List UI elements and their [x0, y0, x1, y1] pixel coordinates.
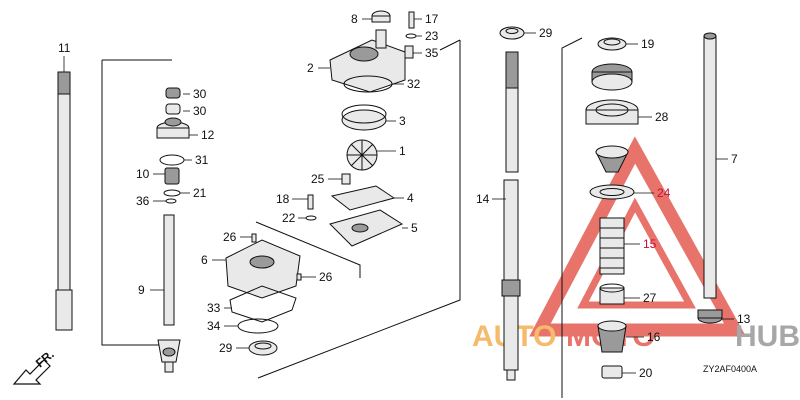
callout-2: 2	[307, 61, 314, 75]
callout-34: 34	[207, 319, 221, 333]
part-14-drive-shaft	[501, 51, 521, 381]
part-23-washer	[405, 33, 417, 39]
bracket-center	[257, 40, 461, 379]
callout-13: 13	[737, 312, 751, 326]
part-bearing-upper	[591, 63, 633, 91]
part-10-spring	[164, 167, 180, 185]
callout-29a: 29	[219, 341, 233, 355]
front-direction-marker: FR.	[12, 347, 57, 385]
part-pinion-gear-upper	[595, 145, 629, 173]
callout-18: 18	[276, 192, 290, 206]
drawing-code: ZY2AF0400A	[703, 364, 757, 374]
part-20-nut	[601, 365, 623, 379]
callout-24: 24	[657, 186, 671, 200]
callout-30b: 30	[193, 104, 207, 118]
part-9-shift-rod	[157, 214, 181, 373]
part-36-clip	[165, 198, 177, 204]
part-12-bearing-housing	[156, 117, 190, 139]
watermark-text-hub: HUB	[735, 320, 800, 353]
part-25-key	[341, 173, 351, 185]
part-4-gasket	[330, 185, 396, 211]
part-28-bearing-race	[585, 99, 639, 125]
callout-5: 5	[411, 221, 418, 235]
watermark-triangle-outer	[529, 136, 747, 337]
part-19-seal	[597, 37, 627, 51]
callout-7: 7	[731, 152, 738, 166]
callout-6: 6	[201, 253, 208, 267]
callout-27: 27	[643, 291, 657, 305]
part-27-needle-bearing	[599, 283, 625, 305]
callout-11: 11	[58, 41, 71, 55]
callout-30a: 30	[193, 87, 207, 101]
part-22-washer	[305, 215, 317, 221]
callout-17: 17	[425, 12, 439, 26]
callout-16: 16	[647, 330, 661, 344]
part-26-pin-b	[296, 273, 302, 281]
part-30-cap-b	[165, 103, 181, 115]
callout-32: 32	[407, 77, 421, 91]
part-33-gasket	[229, 285, 297, 323]
part-18-bolt	[307, 194, 314, 210]
leader-lines	[63, 18, 734, 374]
part-17-bolt	[408, 11, 415, 29]
callout-28: 28	[655, 110, 669, 124]
part-15-sleeve	[599, 217, 625, 275]
bracket-right	[561, 37, 583, 398]
part-8-grommet	[371, 10, 391, 23]
part-31-oring	[159, 154, 185, 166]
callout-1: 1	[399, 144, 406, 158]
callout-20: 20	[639, 366, 653, 380]
callout-15: 15	[643, 237, 657, 251]
callout-23: 23	[425, 29, 439, 43]
callout-12: 12	[201, 128, 215, 142]
callout-25: 25	[311, 172, 325, 186]
callout-14: 14	[476, 192, 490, 206]
part-35-collar	[404, 45, 414, 59]
callout-26b: 26	[319, 270, 333, 284]
callout-labels: 11 30 30 12 31 10 21 36 9 8 17 23 35 2 3…	[58, 12, 751, 380]
part-11-shaft	[55, 71, 73, 331]
watermark: AUTO MOTO HUB	[472, 136, 800, 353]
part-3-insert-cartridge	[341, 104, 387, 131]
part-16-pinion	[597, 320, 627, 353]
callout-9: 9	[138, 283, 145, 297]
callout-3: 3	[399, 114, 406, 128]
callout-10: 10	[136, 167, 150, 181]
front-arrow-icon	[12, 359, 51, 385]
part-30-cap-a	[165, 87, 181, 99]
part-26-pin-a	[251, 233, 257, 243]
callout-4: 4	[407, 191, 414, 205]
callout-29b: 29	[539, 26, 553, 40]
callout-26a: 26	[223, 230, 237, 244]
part-7-water-tube	[703, 32, 717, 299]
callout-19: 19	[641, 37, 655, 51]
callout-33: 33	[207, 301, 221, 315]
bracket-center-top	[439, 39, 461, 51]
callout-8: 8	[351, 12, 358, 26]
callout-31: 31	[195, 153, 209, 167]
part-29-seal-a	[248, 340, 278, 356]
part-13-grommet	[697, 309, 723, 324]
bracket-pump-base	[255, 221, 361, 278]
part-24-shim	[589, 184, 635, 200]
callout-21: 21	[193, 186, 207, 200]
part-2-pump-housing	[329, 29, 406, 93]
bracket-left-v	[101, 60, 160, 346]
part-6-pump-base	[225, 239, 301, 299]
part-5-plate	[329, 209, 404, 247]
part-21-washer	[163, 189, 181, 197]
part-1-impeller	[346, 139, 378, 171]
callout-35: 35	[425, 46, 439, 60]
callout-36: 36	[136, 194, 150, 208]
callout-22: 22	[282, 211, 296, 225]
assembly-brackets	[101, 37, 583, 398]
part-29-seal-b	[499, 26, 525, 40]
